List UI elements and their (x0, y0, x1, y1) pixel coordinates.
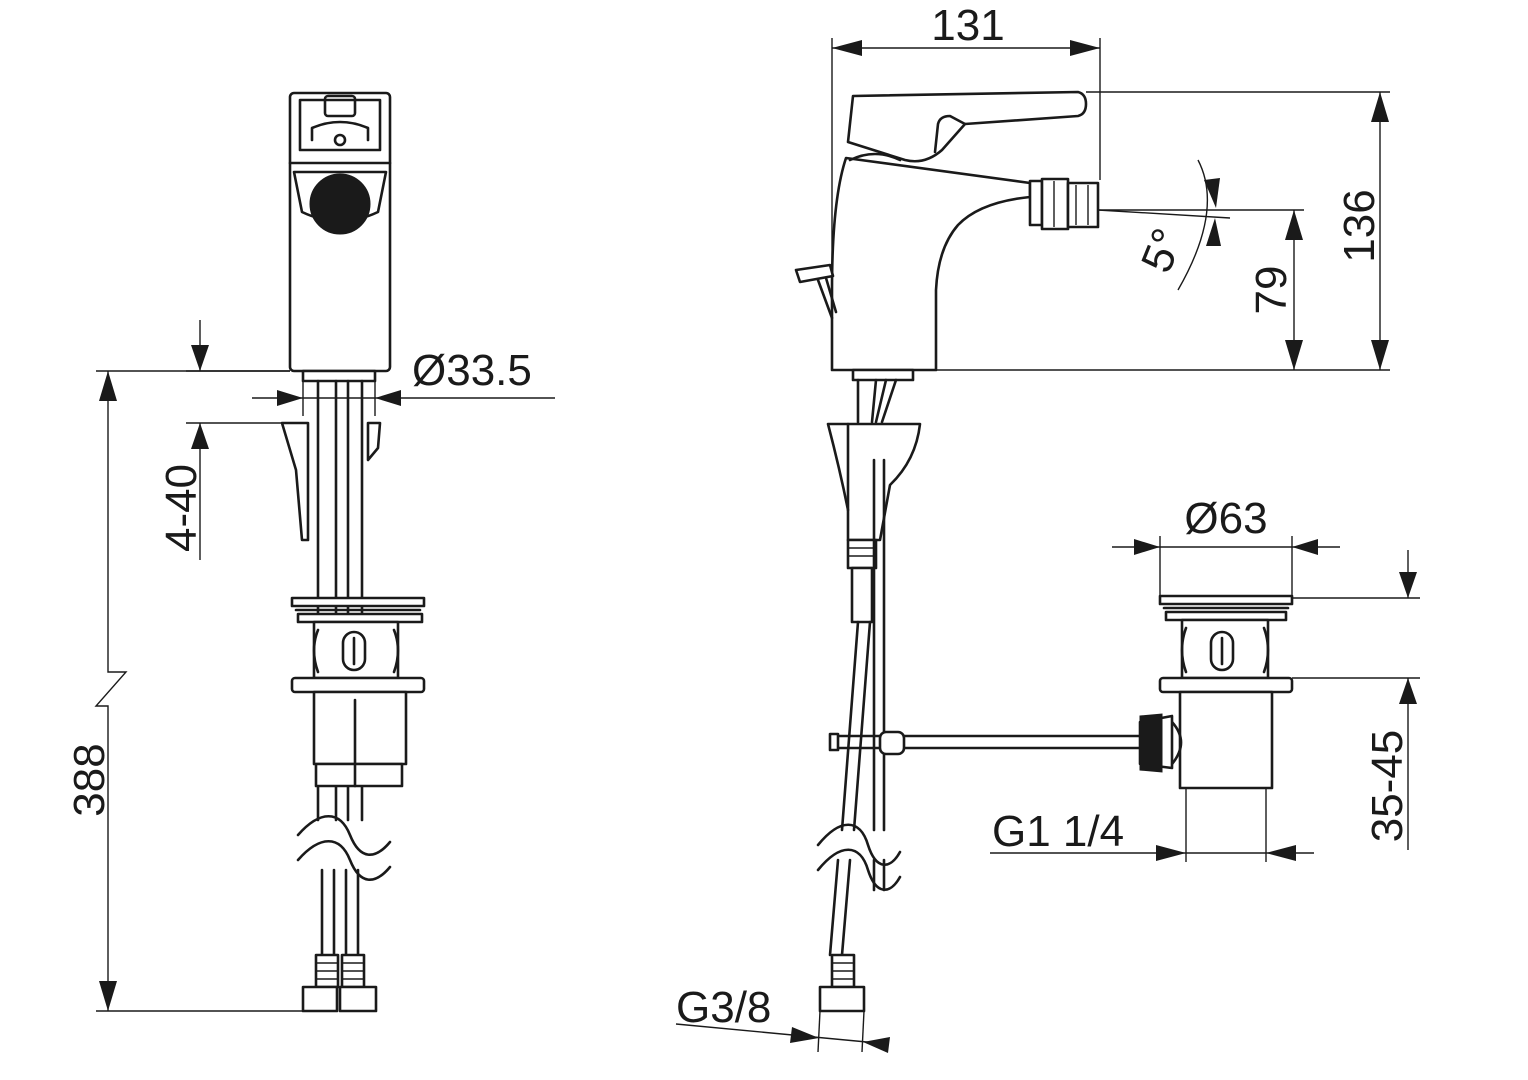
label-flange-gap: 4-40 (157, 464, 206, 552)
side-shank (851, 368, 915, 424)
label-outlet-angle: 5° (1132, 222, 1193, 279)
side-pull-rod (828, 730, 1142, 756)
side-popup-lever (794, 263, 838, 320)
side-supply-pipes (828, 458, 886, 957)
label-overall-height: 136 (1335, 189, 1384, 262)
side-view: 131 136 79 5° (675, 1, 1420, 1053)
front-hose-connectors (301, 953, 378, 1013)
dimension-waste-diameter: Ø63 (1112, 494, 1340, 596)
label-total-height: 388 (65, 743, 114, 816)
side-waste-valve (1138, 594, 1294, 790)
front-lever-knob (309, 173, 371, 235)
dimension-waste-thread: G1 1/4 (990, 788, 1314, 862)
front-waste-valve (290, 596, 426, 788)
front-mixer-body (288, 91, 392, 373)
dimension-outlet-angle: 5° (1097, 159, 1231, 291)
label-waste-thread: G1 1/4 (992, 807, 1124, 856)
label-base-diameter: Ø33.5 (412, 346, 532, 395)
dimension-overall-height: 136 (936, 91, 1390, 371)
dimension-base-diameter: Ø33.5 (252, 346, 555, 416)
dimension-total-height: 388 (65, 370, 303, 1012)
label-supply-thread: G3/8 (676, 983, 771, 1032)
label-waste-range: 35-45 (1363, 730, 1412, 843)
side-supply-connector (818, 953, 866, 1013)
front-break-mark (296, 815, 392, 882)
label-overall-depth: 131 (931, 1, 1004, 50)
dimension-overall-depth: 131 (831, 1, 1101, 290)
front-view: 388 4-40 Ø33.5 (65, 91, 555, 1013)
dimension-supply-thread: G3/8 (675, 983, 890, 1053)
label-outlet-height: 79 (1247, 266, 1296, 315)
side-mixer-body (830, 90, 1100, 372)
label-waste-diameter: Ø63 (1184, 494, 1267, 543)
front-mounting-flange (280, 421, 382, 542)
dimension-outlet-height: 79 (1098, 209, 1304, 370)
dimension-flange-gap: 4-40 (157, 320, 290, 560)
side-break-mark (816, 823, 902, 891)
dimension-waste-range: 35-45 (1292, 550, 1420, 850)
